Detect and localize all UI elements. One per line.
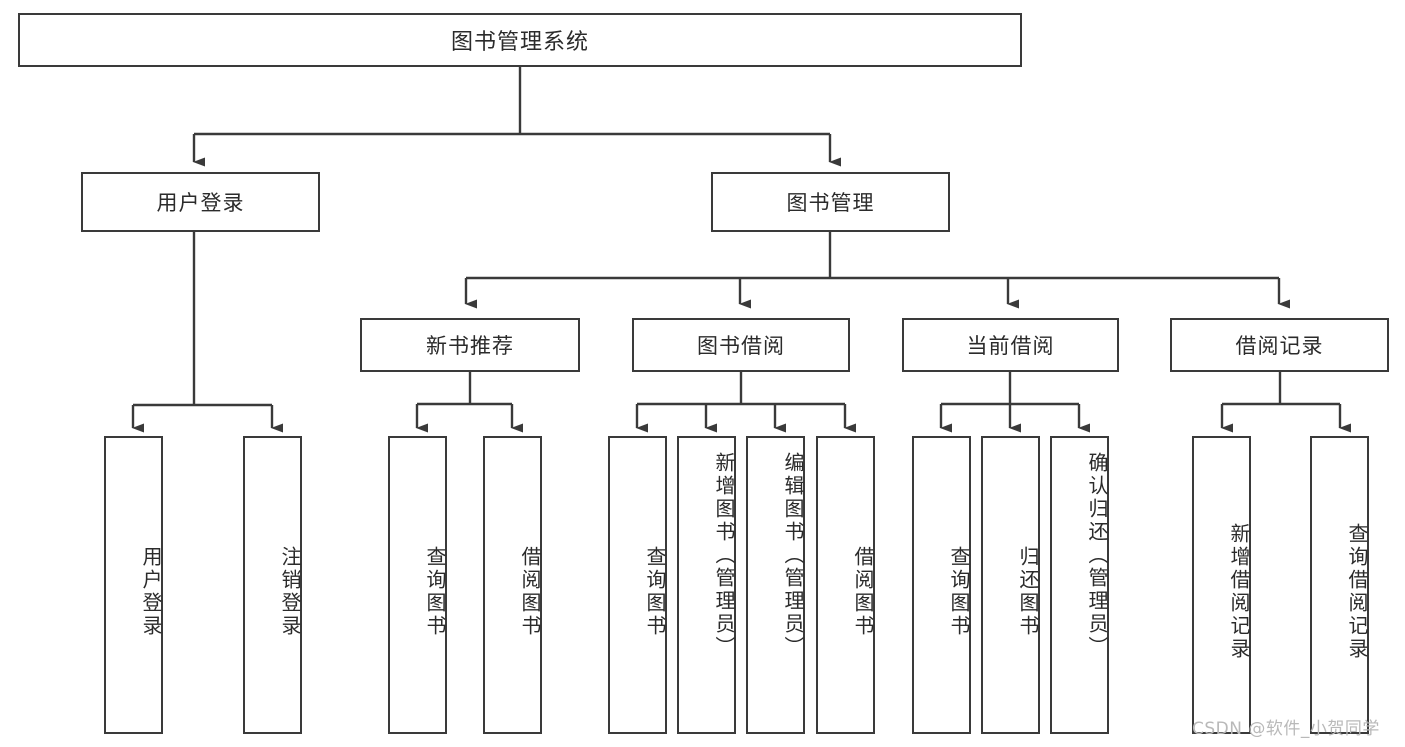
node-root-system[interactable]: 图书管理系统 — [18, 13, 1022, 67]
leaf-record-query-borrow-record[interactable]: 查询借阅记录 — [1310, 436, 1369, 734]
leaf-user-login-login[interactable]: 用户登录 — [104, 436, 163, 734]
leaf-new-book-query[interactable]: 查询图书 — [388, 436, 447, 734]
leaf-borrow-query-book[interactable]: 查询图书 — [608, 436, 667, 734]
leaf-borrow-add-book-admin[interactable]: 新增图书（管理员） — [677, 436, 736, 734]
leaf-borrow-borrow-book[interactable]: 借阅图书 — [816, 436, 875, 734]
leaf-user-login-logout[interactable]: 注销登录 — [243, 436, 302, 734]
watermark: CSDN @软件_小贺同学 — [1192, 719, 1380, 739]
node-book-borrow[interactable]: 图书借阅 — [632, 318, 850, 372]
leaf-current-return-book[interactable]: 归还图书 — [981, 436, 1040, 734]
node-current-borrow[interactable]: 当前借阅 — [902, 318, 1119, 372]
node-user-login[interactable]: 用户登录 — [81, 172, 320, 232]
leaf-new-book-borrow[interactable]: 借阅图书 — [483, 436, 542, 734]
leaf-borrow-edit-book-admin[interactable]: 编辑图书（管理员） — [746, 436, 805, 734]
node-book-management[interactable]: 图书管理 — [711, 172, 950, 232]
leaf-current-confirm-return-admin[interactable]: 确认归还（管理员） — [1050, 436, 1109, 734]
leaf-record-add-borrow-record[interactable]: 新增借阅记录 — [1192, 436, 1251, 734]
node-new-book-recommend[interactable]: 新书推荐 — [360, 318, 580, 372]
leaf-current-query-book[interactable]: 查询图书 — [912, 436, 971, 734]
node-borrow-record[interactable]: 借阅记录 — [1170, 318, 1389, 372]
